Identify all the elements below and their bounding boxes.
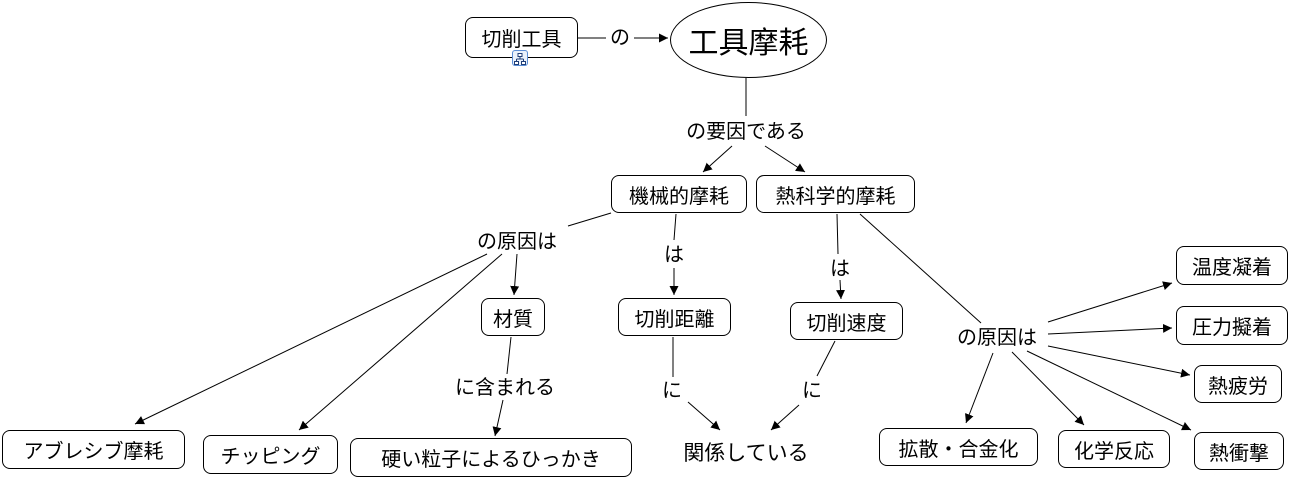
- link-label-to-left[interactable]: に: [661, 378, 683, 402]
- connector-arrow: [764, 145, 806, 173]
- node-label: 切削距離: [634, 306, 715, 331]
- hierarchy-submap-icon[interactable]: [512, 50, 528, 66]
- node-thermal-shock[interactable]: 熱衝撃: [1194, 432, 1284, 470]
- link-label-is-left[interactable]: は: [663, 242, 685, 266]
- connector-line: [836, 213, 839, 255]
- node-label: 切削工具: [481, 27, 562, 51]
- node-cutting-distance[interactable]: 切削距離: [618, 298, 731, 336]
- connector-arrow: [1047, 345, 1191, 378]
- connector-arrow: [510, 253, 520, 296]
- node-label: 熱衝撃: [1209, 440, 1269, 465]
- node-abrasive-wear[interactable]: アブレシブ摩耗: [2, 430, 185, 469]
- node-diffusion-alloying[interactable]: 拡散・合金化: [879, 428, 1038, 466]
- link-label-cause-left[interactable]: の原因は: [476, 229, 558, 253]
- node-label: 材質: [493, 306, 533, 331]
- node-cutting-tool[interactable]: 切削工具: [465, 17, 578, 58]
- node-chemical-reaction[interactable]: 化学反応: [1058, 430, 1170, 468]
- link-label-to-right[interactable]: に: [801, 378, 823, 402]
- connector-arrow: [1047, 323, 1173, 335]
- node-mechanical-wear[interactable]: 機械的摩耗: [611, 175, 747, 213]
- node-label: チッピング: [220, 444, 321, 468]
- node-label: 機械的摩耗: [629, 183, 729, 208]
- node-temperature-adhesion[interactable]: 温度凝着: [1176, 246, 1288, 285]
- link-label-of[interactable]: の: [609, 25, 631, 49]
- node-label: 圧力擬着: [1192, 315, 1272, 339]
- node-pressure-adhesion[interactable]: 圧力擬着: [1176, 306, 1288, 345]
- connector-arrow: [836, 279, 846, 300]
- link-label-is-right[interactable]: は: [829, 256, 851, 280]
- node-chipping[interactable]: チッピング: [203, 435, 338, 474]
- connector-arrow: [492, 399, 504, 437]
- node-thermal-fatigue[interactable]: 熱疲労: [1194, 365, 1282, 403]
- node-label: 熱疲労: [1208, 373, 1268, 398]
- node-label: 関係している: [683, 441, 809, 465]
- connector-line: [506, 336, 512, 375]
- connector-arrow: [1011, 351, 1085, 426]
- link-label-is-factor-of[interactable]: の要因である: [685, 119, 807, 143]
- connector-arrow: [134, 253, 488, 425]
- connector-line: [816, 340, 836, 377]
- node-label: 温度凝着: [1192, 255, 1272, 279]
- link-label-contained-in[interactable]: に含まれる: [454, 375, 556, 399]
- node-cutting-speed[interactable]: 切削速度: [790, 302, 903, 340]
- node-hard-particle-scratch[interactable]: 硬い粒子によるひっかき: [350, 438, 632, 477]
- connector-arrow: [702, 145, 733, 173]
- node-label: 拡散・合金化: [898, 436, 1019, 461]
- node-thermochemical-wear[interactable]: 熱科学的摩耗: [756, 175, 915, 213]
- connector-arrow: [1026, 350, 1192, 431]
- node-label: 切削速度: [806, 310, 887, 335]
- connector-line: [673, 213, 677, 241]
- connector-arrow: [687, 401, 721, 431]
- node-related[interactable]: 関係している: [682, 441, 810, 465]
- connector-arrow: [298, 253, 503, 431]
- node-tool-wear[interactable]: 工具摩耗: [670, 2, 827, 78]
- node-label: 熱科学的摩耗: [775, 183, 896, 208]
- connector-line: [859, 213, 982, 324]
- connector-line: [567, 212, 612, 227]
- link-label-cause-right[interactable]: の原因は: [956, 325, 1038, 349]
- connector-arrow: [965, 352, 994, 424]
- node-label: 工具摩耗: [688, 26, 809, 61]
- node-label: 化学反応: [1074, 438, 1154, 463]
- node-label: アブレシブ摩耗: [23, 439, 164, 463]
- hierarchy-glyph-icon: [514, 53, 526, 65]
- node-label: 硬い粒子によるひっかき: [381, 447, 601, 471]
- connector-arrow: [1047, 281, 1173, 323]
- node-material[interactable]: 材質: [481, 298, 545, 336]
- connector-arrow: [770, 404, 800, 431]
